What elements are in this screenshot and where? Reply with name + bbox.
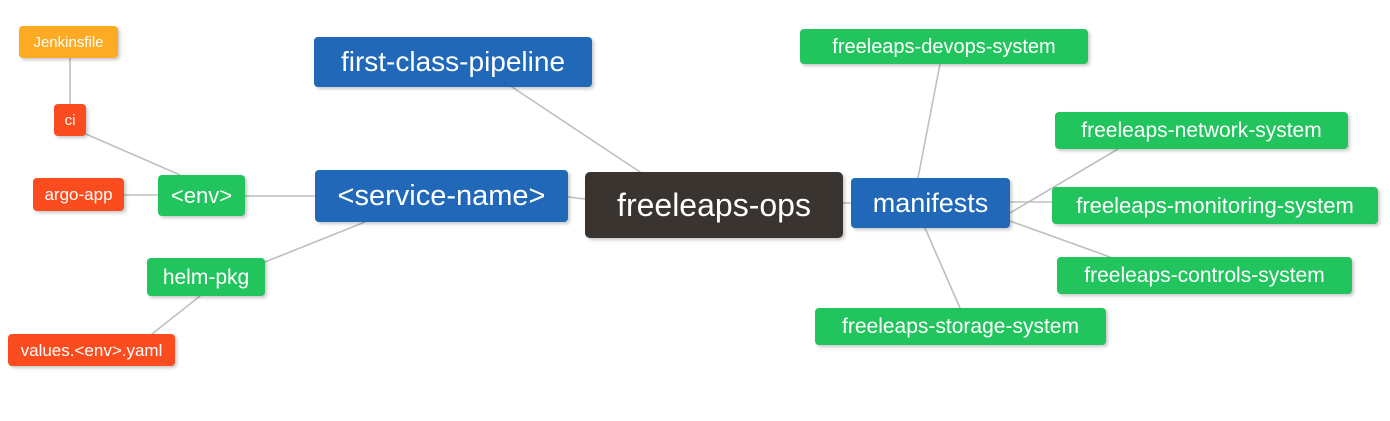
edge-manifests-controls (1009, 220, 1111, 258)
node-jenkinsfile[interactable]: Jenkinsfile (19, 26, 118, 58)
edge-helmpkg-servicename (264, 221, 366, 263)
node-env[interactable]: <env> (158, 175, 245, 216)
node-ci[interactable]: ci (54, 104, 86, 136)
edge-manifests-storage (924, 227, 961, 309)
edge-ci-env (85, 133, 181, 176)
node-helm-pkg[interactable]: helm-pkg (147, 258, 265, 296)
edge-valuesyaml-helmpkg (151, 295, 201, 335)
edge-pipeline-freeleapsops (511, 86, 641, 173)
node-argo-app[interactable]: argo-app (33, 178, 124, 211)
edge-servicename-freeleapsops (567, 196, 586, 200)
node-first-class-pipeline[interactable]: first-class-pipeline (314, 37, 592, 87)
node-manifests[interactable]: manifests (851, 178, 1010, 228)
node-devops-system[interactable]: freeleaps-devops-system (800, 29, 1088, 64)
node-network-system[interactable]: freeleaps-network-system (1055, 112, 1348, 149)
node-service-name[interactable]: <service-name> (315, 170, 568, 222)
node-values-yaml[interactable]: values.<env>.yaml (8, 334, 175, 366)
node-controls-system[interactable]: freeleaps-controls-system (1057, 257, 1352, 294)
node-freeleaps-ops[interactable]: freeleaps-ops (585, 172, 843, 238)
edge-manifests-devops (917, 63, 941, 179)
node-storage-system[interactable]: freeleaps-storage-system (815, 308, 1106, 345)
node-monitoring-system[interactable]: freeleaps-monitoring-system (1052, 187, 1378, 224)
